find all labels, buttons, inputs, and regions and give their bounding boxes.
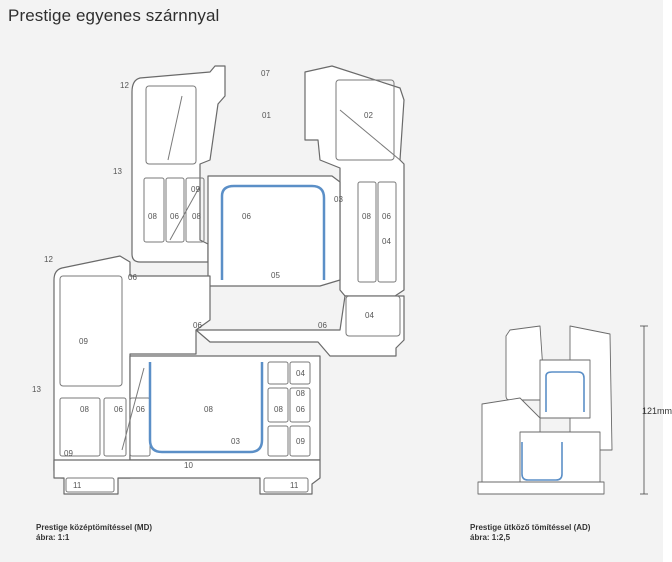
caption-left-scale: ábra: 1:1 (36, 533, 70, 542)
label-08-d: 08 (80, 405, 89, 414)
caption-right-scale: ábra: 1:2,5 (470, 533, 511, 542)
caption-right: Prestige ütköző tömítéssel (AD) ábra: 1:… (470, 523, 590, 543)
label-09-bottom-left: 09 (64, 449, 73, 458)
label-13-top: 13 (113, 167, 122, 176)
lower-seal (148, 362, 264, 454)
label-08-b: 08 (192, 212, 201, 221)
label-12-top: 12 (120, 81, 129, 90)
label-08-f: 08 (274, 405, 283, 414)
caption-left: Prestige középtömítéssel (MD) ábra: 1:1 (36, 523, 152, 543)
label-12-mid: 12 (44, 255, 53, 264)
caption-right-title: Prestige ütköző tömítéssel (AD) (470, 523, 591, 532)
caption-left-title: Prestige középtömítéssel (MD) (36, 523, 153, 532)
label-03-a: 03 (334, 195, 343, 204)
label-08-a: 08 (148, 212, 157, 221)
label-06-i: 06 (296, 405, 305, 414)
label-04-c: 04 (296, 369, 305, 378)
label-09-top: 09 (191, 185, 200, 194)
label-08-g: 08 (296, 389, 305, 398)
label-03-b: 03 (231, 437, 240, 446)
bottom-base-profile (53, 459, 321, 495)
label-11-left: 11 (73, 481, 82, 490)
small-base-profile (477, 481, 605, 495)
label-04-b: 04 (365, 311, 374, 320)
label-11-right: 11 (290, 481, 299, 490)
label-05: 05 (271, 271, 280, 280)
label-07: 07 (261, 69, 270, 78)
label-06-d: 06 (128, 273, 137, 282)
label-08-e: 08 (204, 405, 213, 414)
label-06-e: 06 (193, 321, 202, 330)
label-04-a: 04 (382, 237, 391, 246)
bottom-chamber-profile (129, 355, 321, 461)
dimension-label: 121mm (642, 406, 672, 416)
label-09-bottom-right: 09 (296, 437, 305, 446)
label-01: 01 (262, 111, 271, 120)
page-title: Prestige egyenes szárnnyal (8, 6, 220, 25)
mid-connector-profile (207, 175, 341, 287)
small-bottom-profile (519, 431, 601, 483)
label-13-mid: 13 (32, 385, 41, 394)
label-06-g: 06 (114, 405, 123, 414)
label-10: 10 (184, 461, 193, 470)
label-09-mid: 09 (79, 337, 88, 346)
label-06-h: 06 (136, 405, 145, 414)
label-06-f: 06 (318, 321, 327, 330)
label-06-b: 06 (242, 212, 251, 221)
lower-right-profile (195, 295, 405, 357)
upper-seal (220, 184, 326, 280)
small-sash-profile (505, 325, 546, 401)
label-06-c: 06 (382, 212, 391, 221)
small-mid-profile (539, 359, 591, 419)
label-02: 02 (364, 111, 373, 120)
label-08-c: 08 (362, 212, 371, 221)
label-06-a: 06 (170, 212, 179, 221)
